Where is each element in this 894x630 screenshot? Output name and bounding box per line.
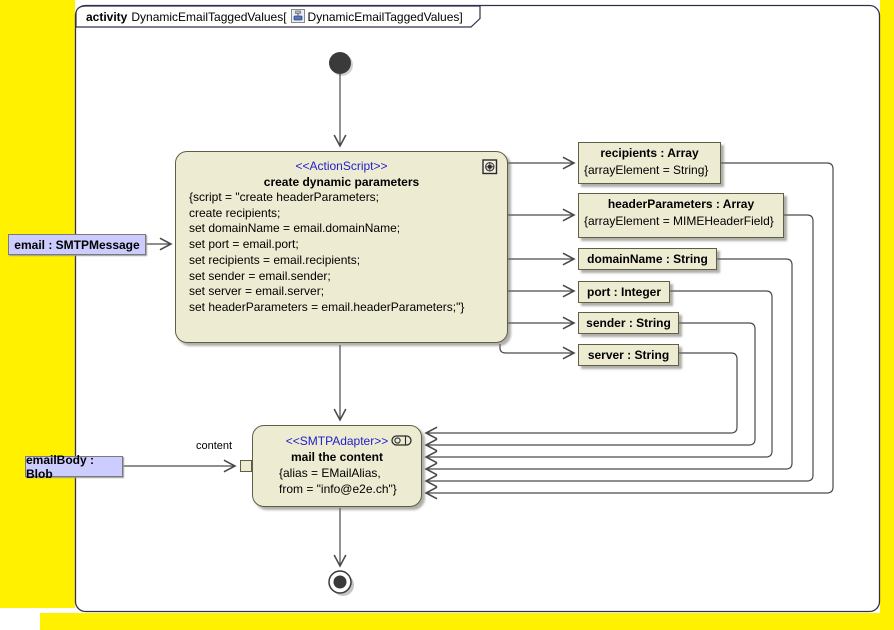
object-emailbody-blob[interactable]: emailBody : Blob	[25, 453, 123, 481]
final-node-core	[333, 575, 347, 589]
input-pin-content[interactable]	[240, 460, 252, 472]
page-background-right	[880, 0, 894, 613]
mail-name: mail the content	[290, 450, 383, 464]
final-node[interactable]	[328, 570, 352, 594]
object-name: domainName : String	[587, 252, 708, 266]
object-tag: {arrayElement = MIMEHeaderField}	[584, 214, 774, 228]
object-email-smtpmessage[interactable]: email : SMTPMessage	[8, 234, 146, 255]
object-name: headerParameters : Array	[607, 197, 755, 211]
object-label: email : SMTPMessage	[14, 237, 140, 252]
script-line: set recipients = email.recipients;	[189, 252, 361, 267]
object-node-headerparameters[interactable]: headerParameters : Array {arrayElement =…	[578, 193, 784, 238]
action-node-mail-the-content[interactable]: <<SMTPAdapter>> mail the content {alias …	[252, 425, 422, 507]
smtp-adapter-icon	[391, 435, 412, 449]
page-corner-notch	[0, 608, 40, 630]
activity-diagram-icon	[290, 8, 305, 26]
action-stereotype: <<ActionScript>>	[295, 159, 388, 173]
frame-kind-label: activity	[86, 10, 128, 24]
pin-label-content: content	[196, 440, 233, 452]
object-name: sender : String	[586, 316, 671, 330]
edge-action-to-server[interactable]	[499, 344, 576, 360]
mail-stereotype: <<SMTPAdapter>>	[285, 434, 389, 448]
object-node-port[interactable]: port : Integer	[578, 281, 670, 303]
mail-tag-line: from = "info@e2e.ch"}	[279, 482, 397, 496]
final-node-shadow	[332, 574, 354, 596]
script-line: set headerParameters = email.headerParam…	[189, 299, 465, 314]
object-node-server[interactable]: server : String	[578, 344, 679, 366]
script-line: create recipients;	[189, 205, 281, 220]
script-line: set port = email.port;	[189, 237, 299, 252]
action-script-icon	[482, 159, 498, 178]
object-tag: {arrayElement = String}	[584, 163, 709, 177]
script-line: set domainName = email.domainName;	[189, 221, 401, 236]
frame-title: activity DynamicEmailTaggedValues[ Dynam…	[86, 8, 463, 26]
script-line: {script = "create headerParameters;	[189, 190, 380, 204]
frame-activity-name: DynamicEmailTaggedValues[	[131, 10, 287, 24]
mail-tag-line: {alias = EMailAlias,	[279, 466, 381, 480]
initial-node[interactable]	[329, 52, 351, 74]
initial-node-shadow	[331, 54, 353, 76]
page-background-bottom	[40, 613, 894, 630]
action-name: create dynamic parameters	[263, 175, 420, 189]
script-line: set server = email.server;	[189, 284, 325, 299]
object-name: server : String	[587, 348, 670, 362]
object-node-sender[interactable]: sender : String	[578, 312, 679, 334]
object-name: port : Integer	[587, 285, 661, 299]
frame-close-bracket: ]	[459, 10, 463, 24]
action-node-create-dynamic-parameters[interactable]: <<ActionScript>> create dynamic paramete…	[175, 151, 508, 343]
script-line: set sender = email.sender;	[189, 268, 331, 283]
object-label: emailBody : Blob	[26, 452, 95, 481]
object-node-recipients[interactable]: recipients : Array {arrayElement = Strin…	[578, 142, 721, 184]
object-name: recipients : Array	[600, 146, 699, 160]
object-node-domainname[interactable]: domainName : String	[578, 248, 717, 270]
frame-diagram-name: DynamicEmailTaggedValues	[307, 10, 460, 24]
page-background-left	[0, 0, 75, 608]
